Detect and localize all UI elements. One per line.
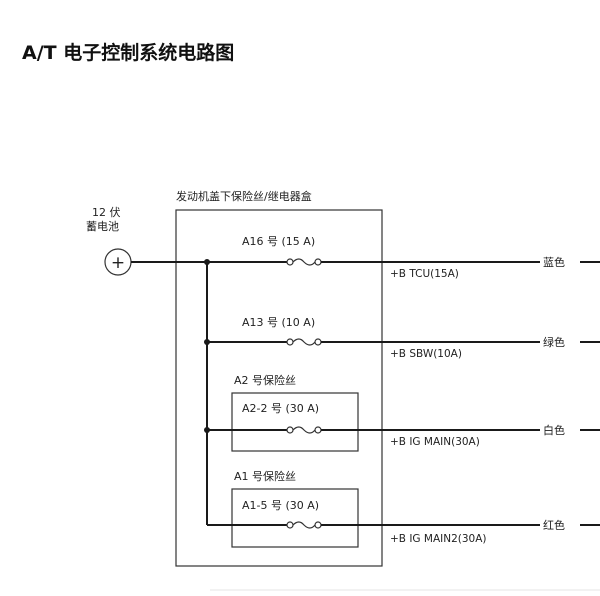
fuse-group-box [231,392,359,452]
fuse-label: A16 号 (15 A) [242,235,315,248]
battery-label-voltage: 12 伏 [92,205,121,219]
wire-color-label: 绿色 [543,335,565,349]
circuit-label: +B IG MAIN(30A) [390,436,480,448]
fuse-a13: A13 号 (10 A) +B SBW(10A) 绿色 [207,316,600,360]
fuse-icon [292,338,316,346]
fuse-terminal-left [286,426,294,434]
fuse-terminal-right [314,521,322,529]
fuse-icon [292,521,316,529]
battery-label-name: 蓄电池 [86,220,119,233]
fuse-label: A1-5 号 (30 A) [242,499,319,512]
circuit-label: +B SBW(10A) [390,348,462,360]
wire-color-label: 白色 [543,423,565,437]
wire-color-label: 红色 [543,518,565,532]
fuse-box-label: 发动机盖下保险丝/继电器盒 [176,189,312,203]
fuse-group-box [231,488,359,548]
fuse-terminal-left [286,338,294,346]
fuse-group-label: A2 号保险丝 [234,373,296,387]
fuse-icon [292,258,316,266]
fuse-terminal-left [286,258,294,266]
wire-color-label: 蓝色 [543,255,565,269]
fuse-icon [292,426,316,434]
battery-plus-symbol: + [111,253,125,273]
circuit-label: +B IG MAIN2(30A) [390,533,487,545]
fuse-terminal-right [314,258,322,266]
fuse-terminal-left [286,521,294,529]
fuse-label: A2-2 号 (30 A) [242,402,319,415]
page-title: A/T 电子控制系统电路图 [22,42,235,64]
fuse-box-outline [175,209,383,567]
fuse-label: A13 号 (10 A) [242,316,315,329]
circuit-label: +B TCU(15A) [390,268,459,280]
fuse-terminal-right [314,426,322,434]
fuse-group-label: A1 号保险丝 [234,469,296,483]
fuse-terminal-right [314,338,322,346]
fuse-a1-5: A1 号保险丝 A1-5 号 (30 A) +B IG MAIN2(30A) 红… [207,469,600,548]
fuse-a16: A16 号 (15 A) +B TCU(15A) 蓝色 [207,235,600,280]
fuse-a2-2: A2 号保险丝 A2-2 号 (30 A) +B IG MAIN(30A) 白色 [207,373,600,452]
